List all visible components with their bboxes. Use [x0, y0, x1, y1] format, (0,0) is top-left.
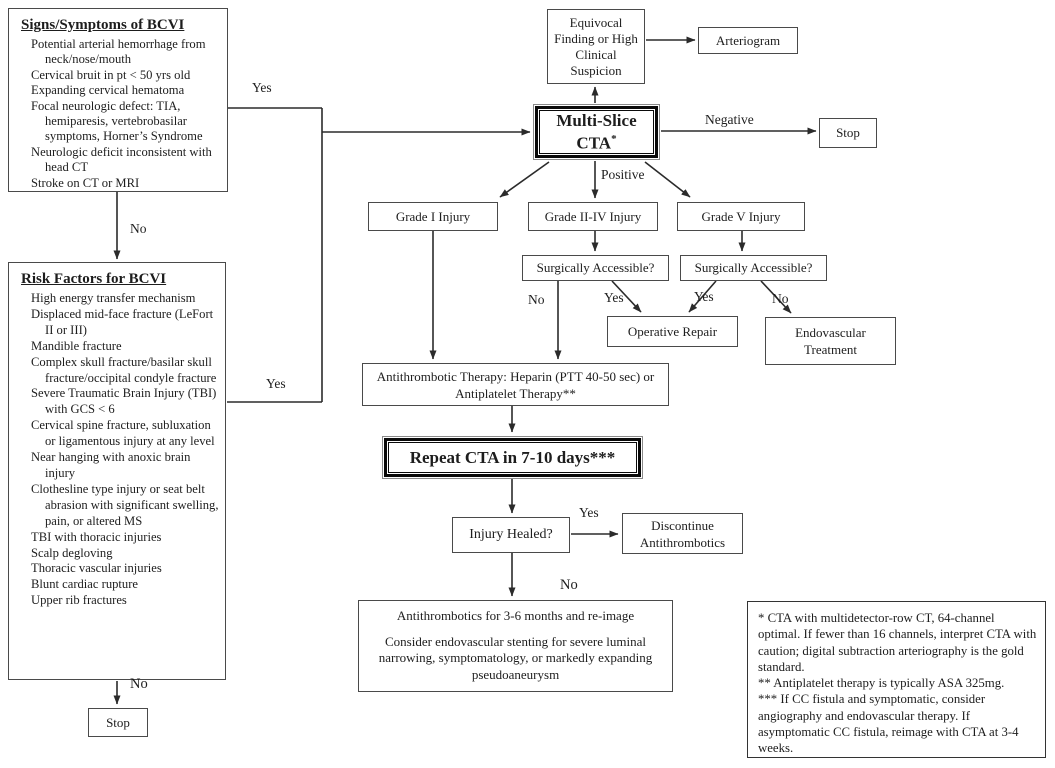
signs-symptoms-list: Potential arterial hemorrhage from neck/…: [19, 37, 221, 191]
edge-label-no-signs: No: [130, 221, 147, 236]
edge-label-no-risk: No: [130, 676, 148, 692]
edge-label-sa1-no: No: [528, 292, 545, 307]
stop-node-bottom: Stop: [88, 708, 148, 737]
edge-cta-to-grade1: [499, 161, 550, 198]
risk-factors-box: Risk Factors for BCVI High energy transf…: [8, 262, 226, 680]
signs-item: Potential arterial hemorrhage from neck/…: [31, 37, 206, 67]
risk-item: High energy transfer mechanism: [31, 291, 196, 305]
edge-label-sa2-yes: Yes: [694, 289, 714, 304]
injury-healed-node: Injury Healed?: [452, 517, 570, 553]
risk-item: Scalp degloving: [31, 545, 113, 560]
footnote-3: *** If CC fistula and symptomatic, consi…: [758, 692, 1019, 756]
risk-item: Mandible fracture: [31, 338, 122, 353]
risk-item: Clothesline type injury or seat belt abr…: [31, 481, 219, 528]
repeat-cta-label: Repeat CTA in 7-10 days***: [409, 447, 616, 467]
arteriogram-node: Arteriogram: [698, 27, 798, 54]
repeat-cta-node: Repeat CTA in 7-10 days***: [382, 436, 643, 479]
footnotes-box: * CTA with multidetector-row CT, 64-chan…: [747, 601, 1046, 758]
edge-label-positive: Positive: [601, 167, 645, 182]
discontinue-antithrombotics-node: Discontinue Antithrombotics: [622, 513, 743, 554]
edge-cta-to-grade5: [644, 161, 691, 198]
followup-node: Antithrombotics for 3-6 months and re-im…: [358, 600, 673, 692]
risk-item: Cervical spine fracture, subluxation or …: [31, 418, 215, 449]
grade2-4-injury-node: Grade II-IV Injury: [528, 202, 658, 231]
edge-sa2-yes-to-operative: [688, 280, 717, 313]
risk-item: TBI with thoracic injuries: [31, 529, 162, 544]
risk-item: Displaced mid-face fracture (LeFort II o…: [31, 306, 214, 337]
risk-factors-list: High energy transfer mechanism Displaced…: [19, 291, 219, 609]
operative-repair-node: Operative Repair: [607, 316, 738, 347]
edge-label-yes-signs: Yes: [252, 80, 272, 95]
footnote-1: * CTA with multidetector-row CT, 64-chan…: [758, 611, 1037, 674]
signs-item: Stroke on CT or MRI: [31, 175, 140, 190]
grade5-injury-node: Grade V Injury: [677, 202, 805, 231]
edge-label-healed-no: No: [560, 577, 578, 593]
edge-label-negative: Negative: [705, 112, 754, 127]
signs-item: Expanding cervical hematoma: [31, 83, 185, 98]
signs-symptoms-title: Signs/Symptoms of BCVI: [21, 17, 185, 33]
risk-item: Severe Traumatic Brain Injury (TBI) with…: [31, 386, 217, 417]
followup-line2: Consider endovascular stenting for sever…: [378, 633, 653, 682]
risk-item: Near hanging with anoxic brain injury: [31, 450, 191, 480]
edge-label-yes-risk: Yes: [266, 376, 286, 391]
signs-item: Neurologic deficit inconsistent with hea…: [31, 144, 212, 175]
signs-item: Cervical bruit in pt < 50 yrs old: [31, 67, 191, 82]
surgically-accessible-node-2: Surgically Accessible?: [680, 255, 827, 281]
risk-item: Blunt cardiac rupture: [31, 577, 139, 592]
edge-label-sa1-yes: Yes: [604, 290, 624, 305]
surgically-accessible-node-1: Surgically Accessible?: [522, 255, 669, 281]
risk-item: Upper rib fractures: [31, 593, 127, 608]
risk-factors-title: Risk Factors for BCVI: [21, 271, 167, 287]
edge-sa2-no-to-endovascular: [760, 280, 792, 314]
edge-sa1-yes-to-operative: [611, 280, 642, 313]
footnote-2: ** Antiplatelet therapy is typically ASA…: [758, 676, 1005, 691]
risk-item: Thoracic vascular injuries: [31, 561, 162, 576]
edge-label-healed-yes: Yes: [579, 505, 599, 520]
grade1-injury-node: Grade I Injury: [368, 202, 498, 231]
risk-item: Complex skull fracture/basilar skull fra…: [31, 354, 217, 385]
signs-symptoms-box: Signs/Symptoms of BCVI Potential arteria…: [8, 8, 228, 192]
edge-label-sa2-no: No: [772, 291, 789, 306]
endovascular-treatment-node: Endovascular Treatment: [765, 317, 896, 365]
antithrombotic-therapy-node: Antithrombotic Therapy: Heparin (PTT 40-…: [362, 363, 669, 406]
equivocal-finding-node: Equivocal Finding or High Clinical Suspi…: [547, 9, 645, 84]
signs-item: Focal neurologic defect: TIA, hemiparesi…: [31, 98, 203, 144]
stop-node-negative: Stop: [819, 118, 877, 148]
followup-line1: Antithrombotics for 3-6 months and re-im…: [396, 608, 635, 623]
